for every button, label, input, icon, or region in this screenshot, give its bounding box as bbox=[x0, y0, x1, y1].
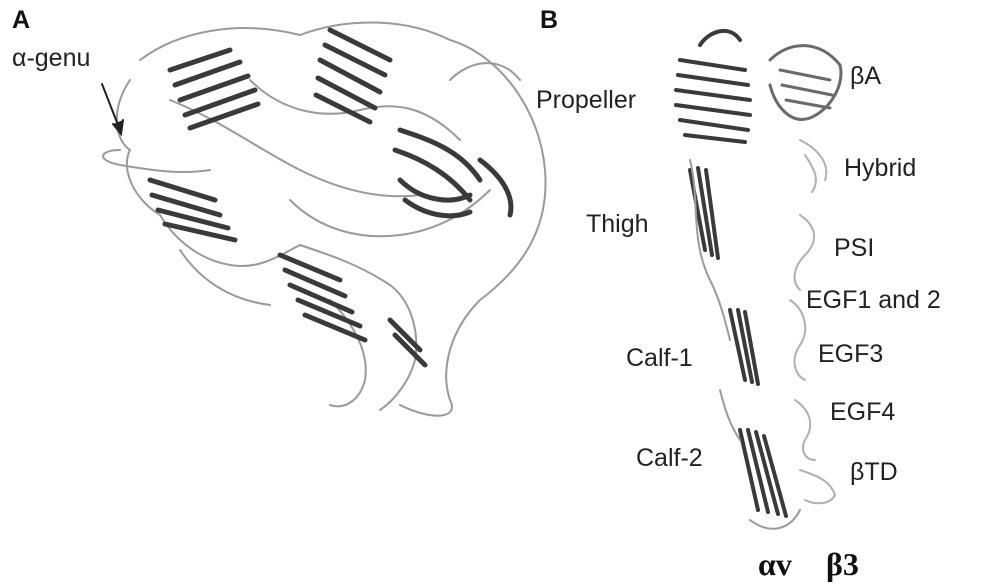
propeller-label: Propeller bbox=[536, 88, 636, 113]
alpha-genu-label: α-genu bbox=[12, 46, 90, 71]
alpha-v-chain-label: αv bbox=[758, 548, 792, 580]
panel-b-letter: B bbox=[540, 8, 558, 33]
psi-label: PSI bbox=[834, 236, 874, 261]
panel-a-letter: A bbox=[12, 8, 30, 33]
genu-arrow bbox=[102, 84, 123, 134]
egf4-label: EGF4 bbox=[830, 400, 895, 425]
calf2-label: Calf-2 bbox=[636, 446, 703, 471]
egf3-label: EGF3 bbox=[818, 342, 883, 367]
panel-a-ribbon bbox=[102, 23, 546, 416]
beta3-chain-label: β3 bbox=[826, 548, 859, 580]
hybrid-label: Hybrid bbox=[844, 156, 916, 181]
calf1-label: Calf-1 bbox=[626, 346, 693, 371]
thigh-label: Thigh bbox=[586, 212, 649, 237]
beta-a-label: βA bbox=[850, 64, 881, 89]
beta-chain-ribbon bbox=[770, 46, 841, 120]
egf12-label: EGF1 and 2 bbox=[806, 288, 941, 313]
beta-td-label: βTD bbox=[850, 460, 898, 485]
